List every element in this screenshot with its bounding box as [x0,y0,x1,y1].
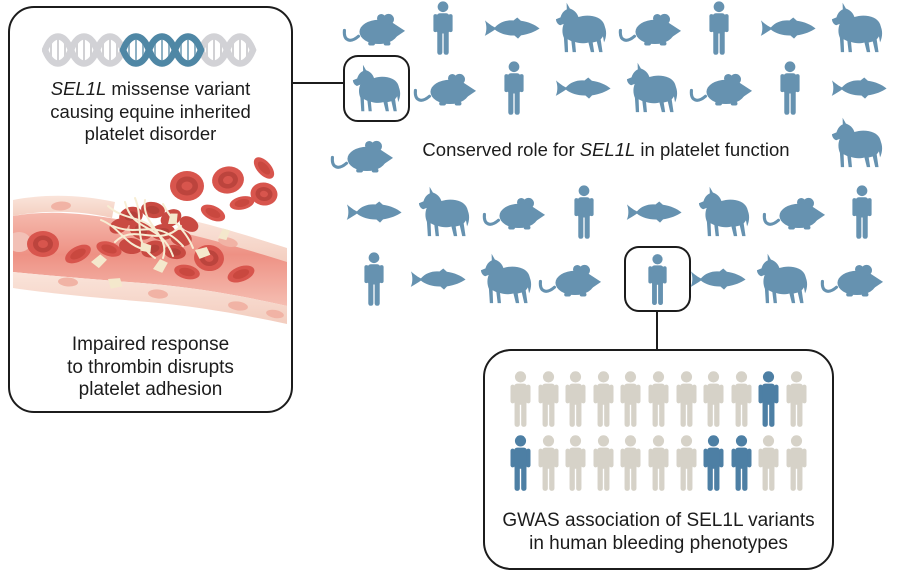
title-line-1: SEL1L missense variant [50,78,251,99]
title-line-3: platelet disorder [84,123,217,144]
mouse-icon [413,71,477,106]
mouse-icon [618,11,682,46]
person-icon-blue [756,371,781,427]
person-icon-gray [618,435,643,491]
human-icon [572,185,596,239]
human-icon [431,1,455,55]
connector-panel-to-horse [292,82,343,84]
fish-icon [760,16,817,40]
escaped-red-blood-cells [170,157,278,222]
human-icon [502,61,526,115]
endothelial-nuclei [51,201,284,319]
mouse-icon [538,262,602,297]
person-icon-gray [674,435,699,491]
equine-panel-title: SEL1L missense variant causing equine in… [10,78,291,146]
horse-icon [555,2,607,54]
person-icon-blue [508,435,533,491]
platelet-plug-clot [91,197,231,289]
blood-vessel-illustration [13,157,287,324]
human-icon [850,185,874,239]
horse-icon [698,186,750,238]
caption-line-3: platelet adhesion [78,379,223,400]
fish-icon [626,200,683,224]
human-icon [362,252,386,306]
fish-icon [410,267,467,291]
fish-icon [690,267,747,291]
person-icon-gray [674,371,699,427]
dna-helix-icon [42,33,257,67]
circulating-red-blood-cells [13,231,255,283]
connector-human-to-gwas [656,311,658,350]
person-icon-gray [784,435,809,491]
person-icon-gray [591,435,616,491]
person-icon-blue [701,435,726,491]
person-icon-gray [729,371,754,427]
person-icon-gray [563,371,588,427]
horse-highlight-box [343,55,410,122]
gene-name: SEL1L [50,78,107,99]
mouse-icon [689,71,753,106]
equine-panel-caption: Impaired response to thrombin disrupts p… [10,334,291,402]
title-line-2: causing equine inherited [50,100,251,122]
human-icon [778,61,802,115]
gwas-panel: GWAS association of SEL1L variants in hu… [483,349,834,570]
horse-icon [418,186,470,238]
gene-name: SEL1L [579,139,636,160]
caption-line-1: Impaired response [71,334,230,355]
person-icon-gray [536,371,561,427]
human-icon [707,1,731,55]
person-icon-gray [563,435,588,491]
horse-icon [831,117,883,169]
mouse-icon [482,195,546,230]
person-icon-gray [701,371,726,427]
mouse-icon [330,138,394,173]
vessel-wall-bottom [13,272,287,324]
person-icon-blue [729,435,754,491]
caption-line-2: to thrombin disrupts [67,356,234,378]
gwas-people-row-1 [485,371,832,427]
human-highlight-box [624,246,691,312]
gwas-caption: GWAS association of SEL1L variants in hu… [485,509,832,555]
mouse-icon [762,195,826,230]
mouse-icon [820,262,884,297]
person-icon-gray [618,371,643,427]
horse-icon [831,2,883,54]
fish-icon [555,76,612,100]
gwas-people-row-2 [485,435,832,491]
fish-icon [484,16,541,40]
person-icon-gray [784,371,809,427]
mouse-icon [342,11,406,46]
vessel-lumen [13,212,287,306]
equine-variant-panel: SEL1L missense variant causing equine in… [8,6,293,413]
gwas-caption-line-2: in human bleeding phenotypes [529,533,788,554]
person-icon-gray [508,371,533,427]
horse-icon [626,62,678,114]
person-icon-gray [646,371,671,427]
platelets [91,213,231,289]
person-icon-gray [756,435,781,491]
fish-icon [831,76,888,100]
horse-icon [756,253,808,305]
person-icon-gray [591,371,616,427]
person-icon-gray [646,435,671,491]
fibrin-strands [100,197,194,259]
gwas-caption-line-1: GWAS association of SEL1L variants [502,510,815,531]
horse-icon [480,253,532,305]
person-icon-gray [536,435,561,491]
conserved-role-label: Conserved role for SEL1L in platelet fun… [422,139,790,160]
fish-icon [346,200,403,224]
